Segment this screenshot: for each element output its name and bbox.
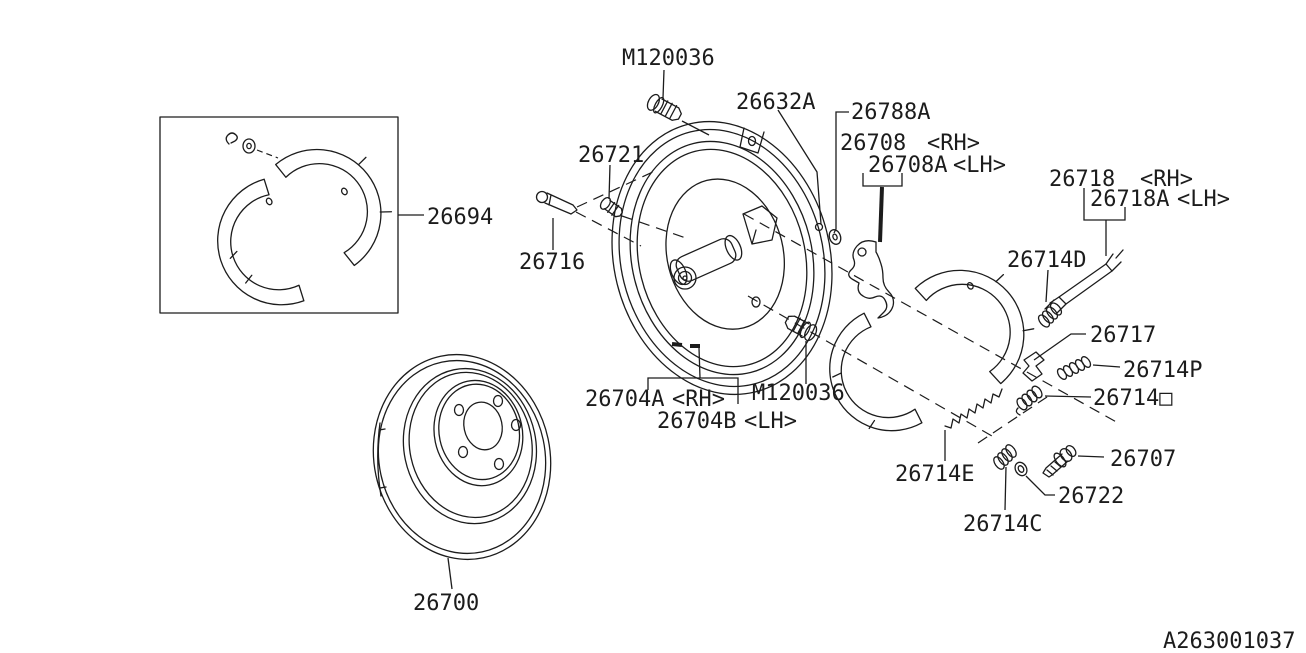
bracket-26708 bbox=[862, 173, 903, 187]
shoe-left bbox=[829, 312, 923, 432]
part-label-26718a: 26718A bbox=[1090, 187, 1169, 212]
kit-shoe-right bbox=[275, 148, 393, 267]
wheel-bolt-holes bbox=[453, 394, 522, 471]
spring-26714d bbox=[1037, 302, 1063, 328]
part-label-26708a-side: <LH> bbox=[953, 153, 1006, 178]
leader-26704-stem bbox=[698, 347, 701, 379]
part-label-26718a-side: <LH> bbox=[1177, 187, 1230, 212]
part-label-26632a: 26632A bbox=[736, 90, 815, 115]
labels: M120036 26632A 26788A 26708 <RH> 26708A … bbox=[413, 46, 1295, 653]
spring-26714box bbox=[1015, 385, 1043, 416]
part-label-26716: 26716 bbox=[519, 250, 585, 275]
leader-26707 bbox=[1077, 455, 1105, 458]
part-label-26704b: 26704B bbox=[657, 409, 736, 434]
plate-anchor-block bbox=[742, 205, 778, 245]
leader-26714p bbox=[1092, 364, 1121, 368]
projection-lines bbox=[575, 170, 1121, 444]
leader-26721 bbox=[608, 164, 611, 200]
spring-26714c bbox=[993, 444, 1017, 470]
nut-projection-line bbox=[256, 149, 279, 159]
hub-boss bbox=[673, 266, 697, 290]
strut-26718 bbox=[1044, 249, 1124, 314]
part-label-26704b-side: <LH> bbox=[744, 409, 797, 434]
leader-m120036-top bbox=[662, 69, 665, 99]
part-label-26721: 26721 bbox=[578, 143, 644, 168]
part-label-26707: 26707 bbox=[1110, 447, 1176, 472]
adjuster-bolt-26707 bbox=[1042, 445, 1077, 478]
part-label-26708-side: <RH> bbox=[927, 131, 980, 156]
leader-26714c bbox=[1004, 466, 1007, 511]
lever-26708 bbox=[848, 240, 895, 319]
part-label-m120036-bottom: M120036 bbox=[752, 381, 845, 406]
leader-26708-stem bbox=[878, 186, 884, 243]
part-label-26694: 26694 bbox=[427, 205, 493, 230]
part-label-26714d: 26714D bbox=[1007, 248, 1086, 273]
plate-stud bbox=[751, 296, 761, 308]
leader-26722 bbox=[1025, 475, 1055, 496]
part-label-26714e: 26714E bbox=[895, 462, 974, 487]
pin-26716 bbox=[535, 190, 578, 215]
clip-26717 bbox=[1022, 351, 1045, 382]
disc-edge-detail bbox=[377, 422, 387, 497]
retainer-clip bbox=[225, 132, 238, 145]
bracket-26718 bbox=[1083, 188, 1126, 221]
part-label-26722: 26722 bbox=[1058, 484, 1124, 509]
leader-26700 bbox=[447, 557, 453, 590]
part-label-26718-side: <RH> bbox=[1140, 167, 1193, 192]
kit-shoe-left bbox=[217, 178, 305, 306]
plate-top-tab bbox=[739, 127, 765, 154]
part-label-26708: 26708 bbox=[840, 131, 906, 156]
plate-top-hole bbox=[747, 135, 757, 147]
part-label-26714p: 26714P bbox=[1123, 358, 1202, 383]
diagram-code: A263001037 bbox=[1163, 629, 1295, 653]
part-label-26714c: 26714C bbox=[963, 512, 1042, 537]
leader-26632a bbox=[777, 109, 822, 225]
part-label-26714box: 26714□ bbox=[1093, 386, 1173, 411]
spring-26714e bbox=[944, 388, 1003, 429]
washer-26788a bbox=[828, 229, 842, 245]
leader-26788a bbox=[833, 111, 849, 234]
bolt-m120036-top bbox=[646, 93, 682, 121]
edge-pin-26632a bbox=[814, 222, 824, 232]
ring-26722 bbox=[1014, 461, 1028, 477]
bracket-26704 bbox=[647, 377, 739, 404]
part-label-m120036-top: M120036 bbox=[622, 46, 715, 71]
leader-m120036-top-2 bbox=[681, 120, 710, 136]
part-label-26717: 26717 bbox=[1090, 323, 1156, 348]
bolt-m120036-bottom bbox=[784, 315, 818, 342]
spring-26714p bbox=[1056, 356, 1092, 380]
part-label-26718: 26718 bbox=[1049, 167, 1115, 192]
backing-plate bbox=[611, 120, 833, 396]
part-label-26700: 26700 bbox=[413, 591, 479, 616]
kit-box-outline bbox=[159, 116, 399, 314]
disc-rotor bbox=[372, 353, 552, 561]
leader-26714box bbox=[1044, 395, 1092, 398]
leader-26714d bbox=[1045, 269, 1049, 303]
part-label-26708a: 26708A bbox=[868, 153, 947, 178]
leader-26717 bbox=[1033, 333, 1086, 361]
part-label-26704a-side: <RH> bbox=[672, 387, 725, 412]
part-label-26704a: 26704A bbox=[585, 387, 664, 412]
shoe-right bbox=[914, 269, 1035, 385]
shoe-nut bbox=[242, 138, 256, 154]
shoe-kit-box bbox=[159, 116, 399, 314]
part-label-26788a: 26788A bbox=[851, 100, 930, 125]
plate-bottom-marks bbox=[671, 342, 700, 348]
